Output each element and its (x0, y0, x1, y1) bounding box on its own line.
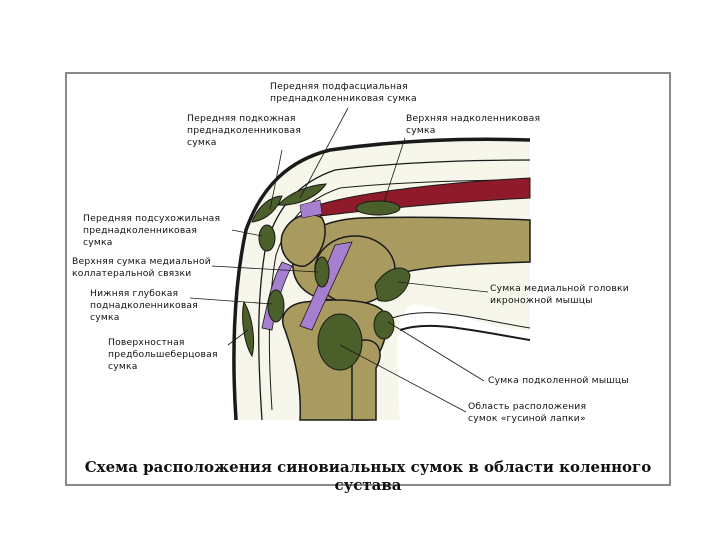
leader-lines (189, 107, 489, 413)
quadriceps-tendon-band (299, 199, 323, 219)
bursa-superficial-pretibial (242, 300, 255, 358)
leader-deep-infrapatellar (189, 297, 273, 305)
leader-suprapatellar (383, 137, 406, 203)
label-ant-subfascial: Передняя подфасциальная преднадколеннико… (270, 81, 417, 104)
bursa-gastrocnemius (374, 267, 411, 302)
leader-superficial-pretibial (227, 329, 249, 346)
leader-ant-subcutaneous (269, 149, 283, 211)
bursae-group (242, 183, 411, 371)
leader-popliteus (387, 321, 485, 382)
leader-gastrocnemius (397, 281, 489, 293)
label-pes-anserinus: Область расположения сумок «гусиной лапк… (468, 401, 587, 424)
label-ant-subtendinous: Передняя подсухожильная преднадколеннико… (83, 213, 221, 248)
leader-ant-subtendinous (231, 229, 263, 237)
bursa-popliteus (373, 310, 395, 340)
label-ant-subcutaneous: Передняя подкожная преднадколенниковая с… (187, 113, 302, 148)
label-suprapatellar: Верхняя надколенниковая сумка (406, 113, 541, 136)
leader-ant-subfascial (299, 107, 349, 199)
label-deep-infrapatellar: Нижняя глубокая поднадколенниковая сумка (90, 288, 198, 323)
posterior-outline (399, 324, 531, 341)
bursa-pes-anserinus (317, 313, 363, 371)
bursa-deep-infrapatellar (267, 289, 285, 323)
bursa-suprapatellar (355, 200, 401, 216)
leader-pes-anserinus (339, 344, 467, 413)
label-med-collateral: Верхняя сумка медиальной коллатеральной … (72, 256, 211, 279)
label-popliteus: Сумка подколенной мышцы (488, 375, 629, 386)
leader-med-collateral (211, 265, 319, 273)
patella (280, 213, 326, 267)
skin-outline (232, 137, 531, 421)
label-gastrocnemius: Сумка медиальной головки икроножной мышц… (490, 283, 629, 306)
bursa-anterior-subtendinous (258, 224, 276, 252)
posterior-outline-inner (391, 312, 531, 329)
label-superficial-pretibial: Поверхностная предбольшеберцовая сумка (108, 337, 218, 372)
figure-caption: Схема расположения синовиальных сумок в … (84, 458, 652, 494)
bursa-anterior-subcutaneous (251, 195, 283, 223)
